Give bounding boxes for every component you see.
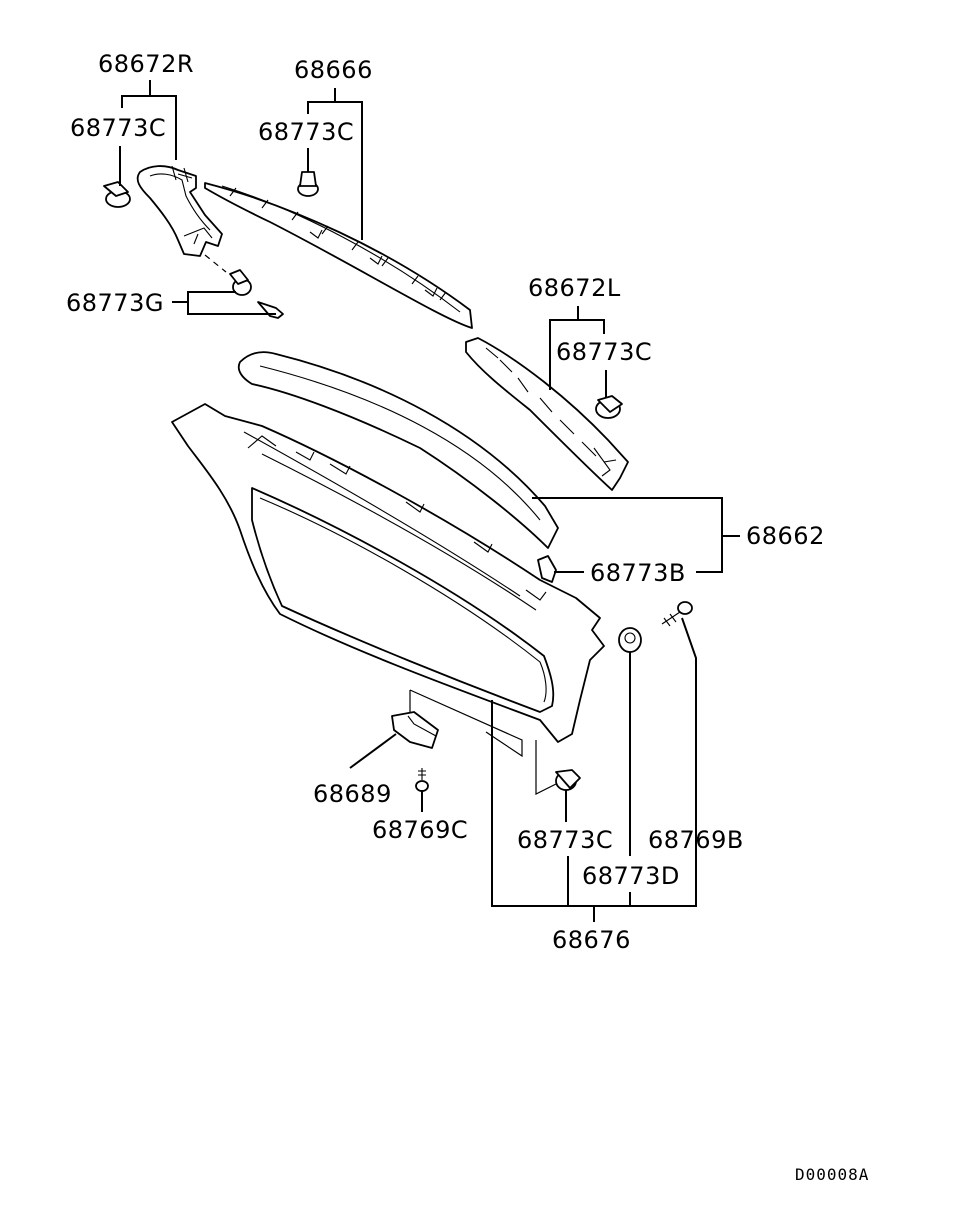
clip-68773B-part bbox=[537, 555, 557, 583]
label-68769C: 68769C bbox=[372, 816, 468, 844]
lamp-part bbox=[391, 711, 439, 749]
label-68672R: 68672R bbox=[98, 50, 194, 78]
label-68689: 68689 bbox=[313, 780, 392, 808]
clip-68773C-b-part bbox=[297, 171, 319, 197]
pillar-trim-left-part bbox=[465, 337, 629, 491]
clip-68773C-d-part bbox=[555, 769, 581, 791]
label-68773C-b: 68773C bbox=[258, 118, 354, 146]
label-68676: 68676 bbox=[552, 926, 631, 954]
pillar-trim-right-part bbox=[136, 165, 223, 257]
label-68672L: 68672L bbox=[528, 274, 621, 302]
grommet-68773D-part bbox=[618, 627, 642, 653]
label-68773C-d: 68773C bbox=[517, 826, 613, 854]
clip-68773G-a-part bbox=[229, 269, 252, 296]
label-68773C-a: 68773C bbox=[70, 114, 166, 142]
clip-68773C-c-part bbox=[595, 395, 623, 419]
screw-68769B-part bbox=[661, 601, 693, 627]
label-68662: 68662 bbox=[746, 522, 825, 550]
label-68666: 68666 bbox=[294, 56, 373, 84]
screw-68769C-part bbox=[415, 768, 429, 792]
lower-tailgate-trim-part bbox=[171, 403, 605, 743]
label-68773G: 68773G bbox=[66, 289, 164, 317]
clip-68773C-a-part bbox=[103, 181, 131, 208]
clip-68773G-b-part bbox=[257, 301, 284, 319]
label-68769B: 68769B bbox=[648, 826, 744, 854]
drawing-code: D00008A bbox=[795, 1165, 869, 1184]
header-trim-part bbox=[204, 182, 473, 329]
label-68773C-c: 68773C bbox=[556, 338, 652, 366]
label-68773D: 68773D bbox=[582, 862, 680, 890]
leader-lines bbox=[119, 80, 740, 922]
label-68773B: 68773B bbox=[590, 559, 686, 587]
upper-tailgate-trim-part bbox=[237, 351, 559, 549]
